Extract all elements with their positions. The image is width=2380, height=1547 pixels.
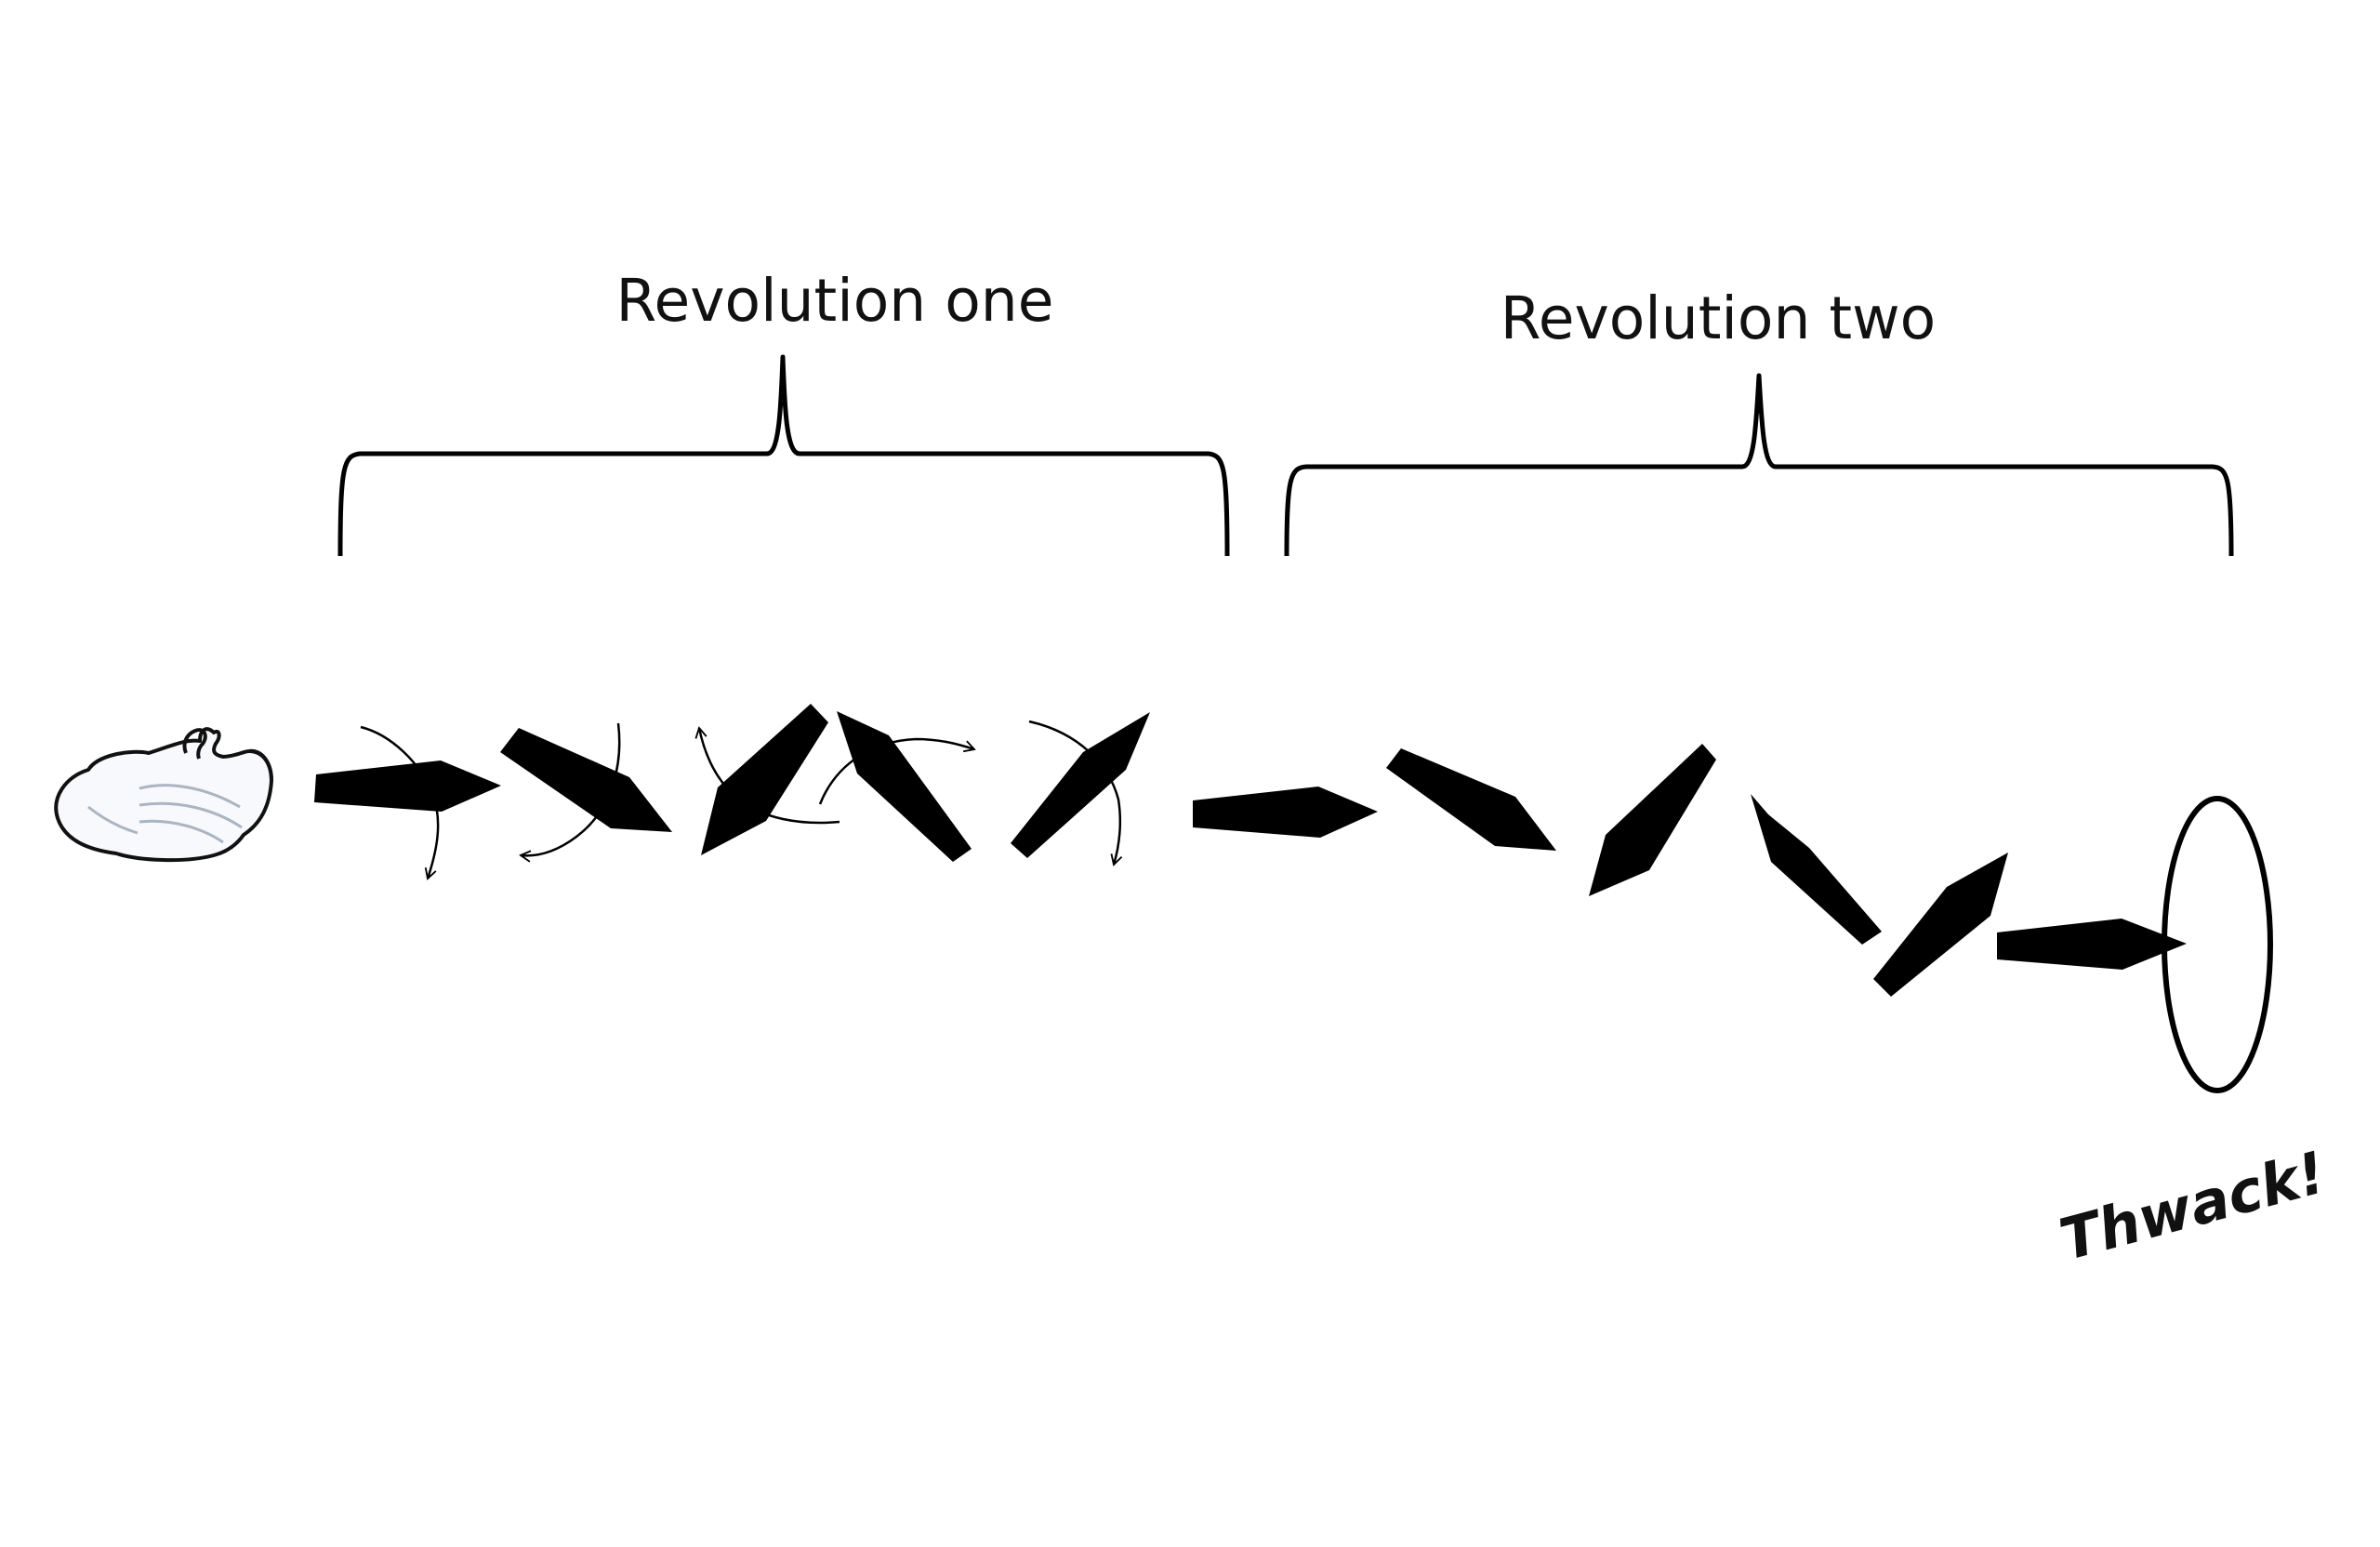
curved-arrow-icon (1028, 720, 1123, 866)
target-ring-icon (2162, 796, 2273, 1093)
knife-5 (1011, 712, 1150, 858)
revolution-one-knives (314, 704, 1150, 862)
knife-8 (1589, 744, 1716, 896)
revolution-one-bracket (337, 354, 1230, 557)
revolution-two-label: Revolution two (1501, 284, 1936, 352)
knife-3 (701, 704, 828, 855)
knife-6 (1193, 787, 1378, 838)
curved-arrow-icon (694, 726, 840, 825)
knife-7 (1386, 748, 1556, 851)
knife-10 (1873, 853, 2008, 997)
rotation-arrows (360, 720, 1123, 880)
knife-1 (314, 760, 501, 812)
revolution-one-label: Revolution one (616, 267, 1054, 335)
curved-arrow-icon (360, 725, 440, 880)
knife-2 (500, 728, 672, 832)
curved-arrow-icon (818, 737, 976, 805)
revolution-two-bracket (1284, 373, 2234, 557)
knife-4 (837, 711, 972, 862)
impact-label: Thwack! (2053, 1138, 2333, 1274)
knife-9 (1751, 794, 1882, 945)
knife-11 (1997, 919, 2187, 970)
curved-arrow-icon (519, 722, 621, 863)
gloved-hand-icon (54, 727, 273, 863)
revolution-two-knives (1193, 744, 2187, 997)
